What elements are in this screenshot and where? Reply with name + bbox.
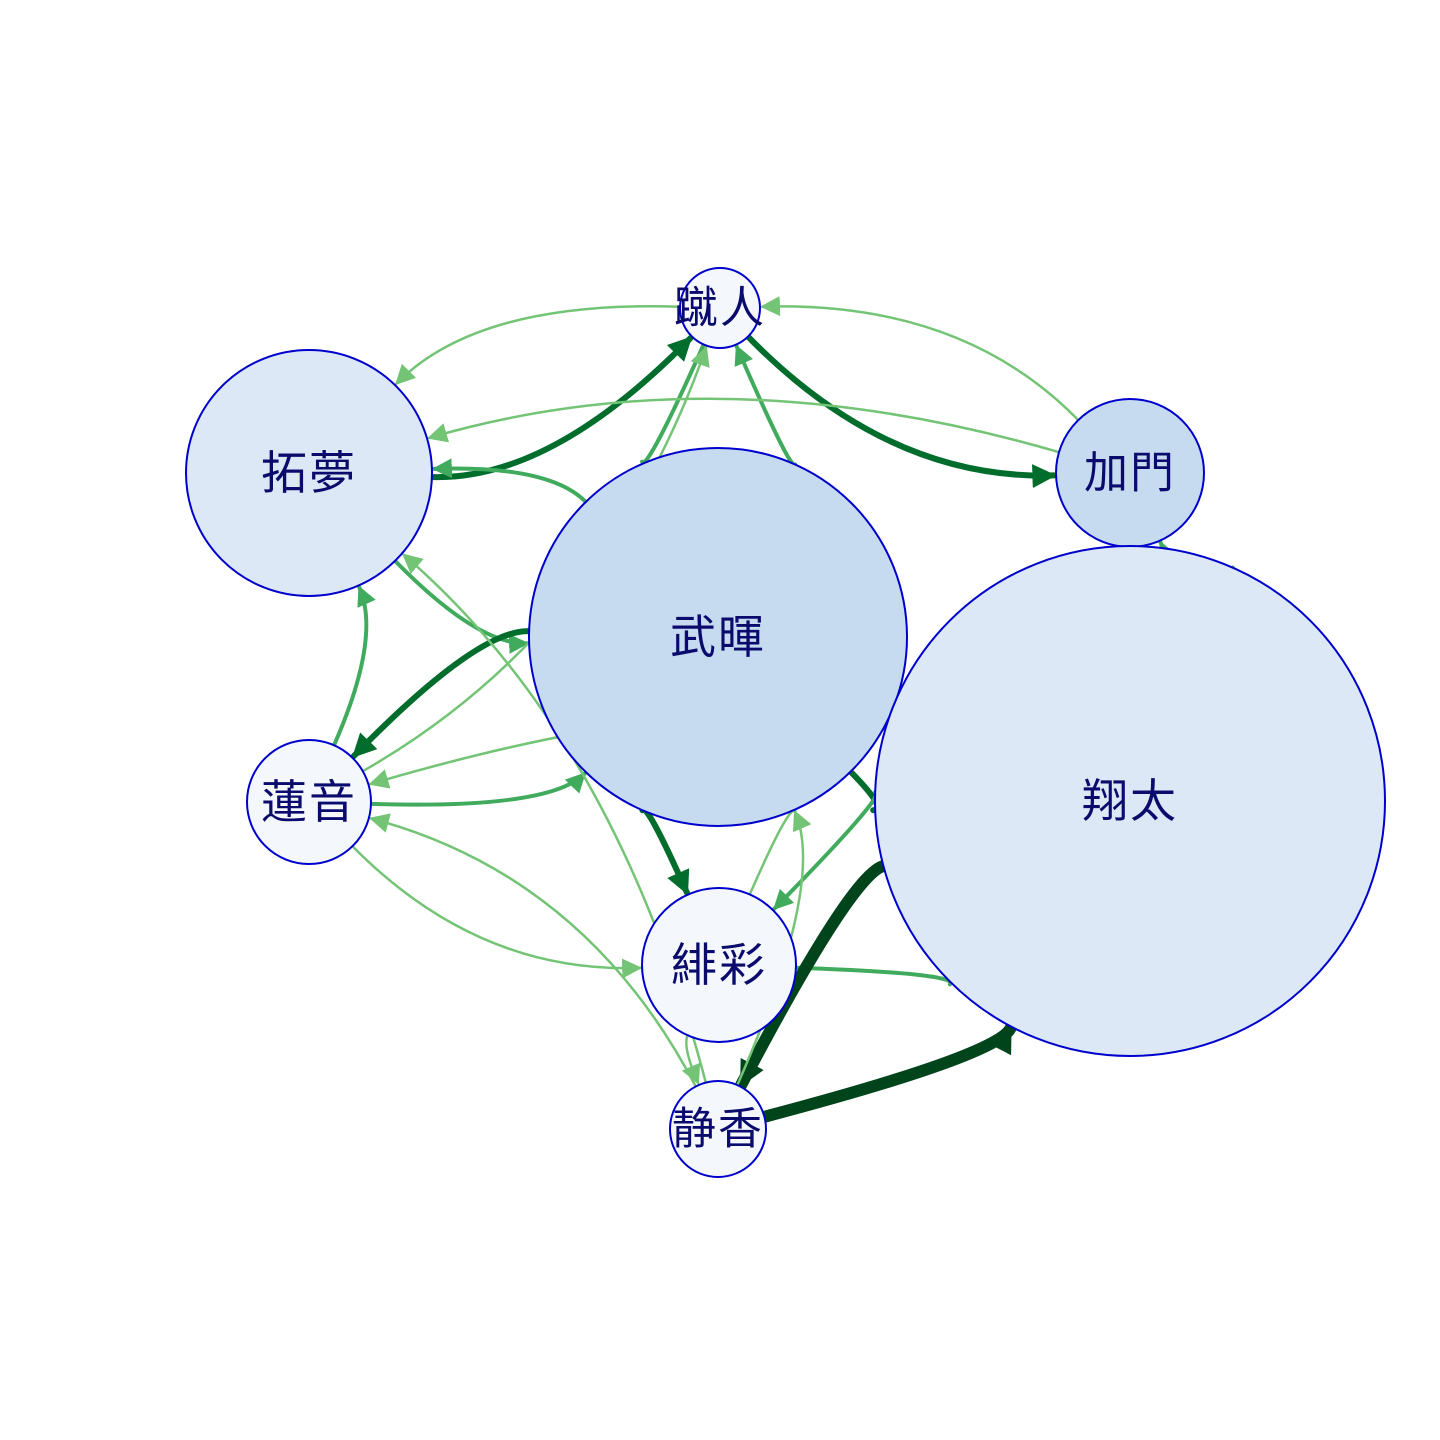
edge-renon-to-takumu <box>332 585 376 748</box>
node-syuto-label: 蹴人 <box>674 283 766 334</box>
edge-takumu-to-syuto <box>428 335 694 481</box>
node-takumu-label: 拓夢 <box>261 446 357 500</box>
node-ayaka-label: 緋彩 <box>671 938 767 992</box>
node-renon-label: 蓮音 <box>261 775 357 829</box>
edge-syuto-to-kamon <box>745 333 1057 489</box>
edge-shizuka-to-renon <box>368 813 698 1088</box>
node-syuto-circle <box>679 267 761 349</box>
node-shizuka: 静香 <box>669 1080 767 1178</box>
edge-shizuka-to-takeaki <box>736 809 812 1087</box>
node-shota: 翔太 <box>874 545 1386 1057</box>
edge-takeaki-to-syuto <box>734 344 798 467</box>
edge-takumu-to-takeaki <box>393 558 530 654</box>
node-shizuka-circle <box>669 1080 767 1178</box>
edge-takeaki-to-takumu <box>431 458 588 504</box>
node-renon-circle <box>246 739 372 865</box>
node-shota-label: 翔太 <box>1082 774 1178 828</box>
edge-renon-to-ayaka <box>351 844 643 979</box>
node-takeaki-circle <box>528 447 908 827</box>
edge-renon-to-takeaki <box>369 771 587 807</box>
edge-ayaka-to-shizuka <box>681 1034 701 1085</box>
node-renon: 蓮音 <box>246 739 372 865</box>
node-shizuka-label: 静香 <box>672 1104 764 1155</box>
edge-syuto-to-takumu <box>395 304 682 386</box>
edge-kamon-to-syuto <box>760 296 1080 422</box>
node-ayaka-circle <box>641 887 797 1043</box>
node-kamon: 加門 <box>1055 398 1205 548</box>
node-takeaki-label: 武暉 <box>670 610 766 664</box>
node-takeaki: 武暉 <box>528 447 908 827</box>
edge-kamon-to-takumu <box>427 397 1061 454</box>
edge-shota-to-shizuka <box>735 860 890 1091</box>
node-syuto: 蹴人 <box>674 267 766 349</box>
edge-ayaka-to-takeaki <box>748 791 798 896</box>
edge-ayaka-to-shota <box>794 964 970 987</box>
node-shota-circle <box>874 545 1386 1057</box>
node-ayaka: 緋彩 <box>641 887 797 1043</box>
edge-syuto-to-takeaki <box>640 342 706 483</box>
edge-shizuka-to-shota <box>758 1022 1017 1123</box>
edge-takeaki-to-renon <box>350 628 533 760</box>
node-kamon-label: 加門 <box>1084 448 1176 499</box>
node-takumu: 拓夢 <box>185 349 433 597</box>
edge-takeaki-to-shota <box>847 768 896 822</box>
node-takumu-circle <box>185 349 433 597</box>
